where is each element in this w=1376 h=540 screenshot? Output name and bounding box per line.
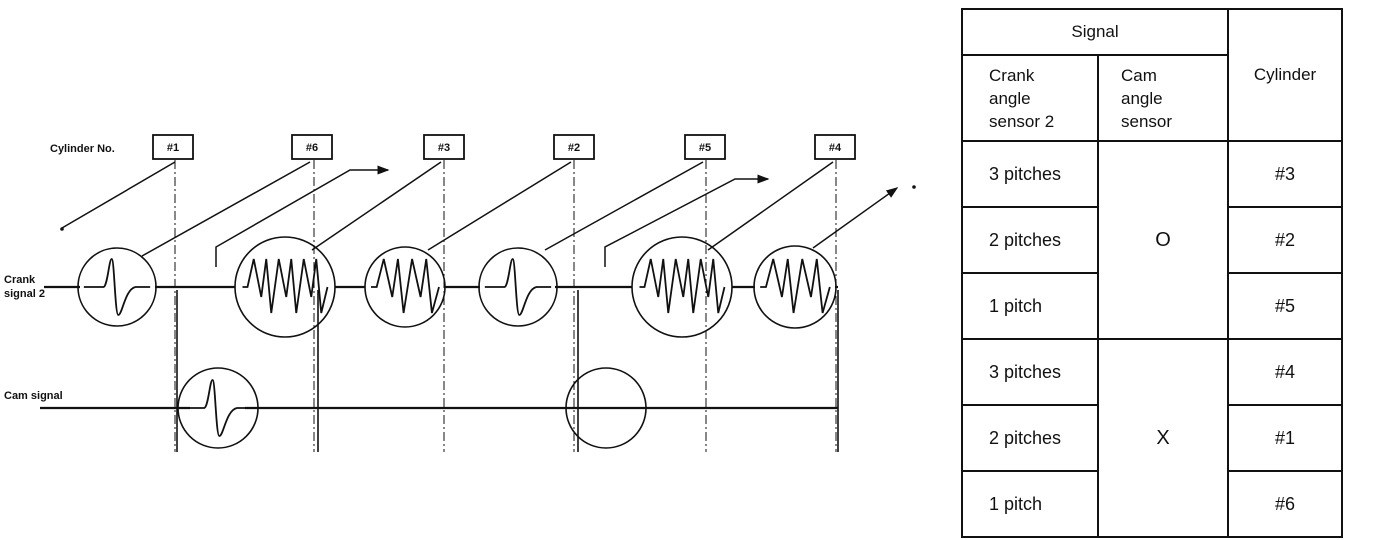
cylinder-box-6: #4 <box>814 134 856 160</box>
crank-pitch-cell: 1 pitch <box>961 272 1099 340</box>
header-crank-line: Crank <box>989 65 1035 85</box>
cylinder-box-5: #5 <box>684 134 726 160</box>
signal-cylinder-table: Signal Cylinder Crank angle sensor 2 Cam… <box>960 8 1344 538</box>
leader-dot <box>60 227 64 231</box>
cylinder-cell: #1 <box>1227 404 1344 472</box>
crank-pulse-wave <box>639 258 726 314</box>
table-row: 2 pitches #1 <box>961 404 1344 472</box>
crank-pulse-wave <box>83 258 151 316</box>
cylinder-box-4: #2 <box>553 134 595 160</box>
cylinder-cell: #5 <box>1227 272 1344 340</box>
cylinder-box-label: #4 <box>829 142 842 154</box>
cylinder-cell: #6 <box>1227 470 1344 538</box>
header-crank-sensor: Crank angle sensor 2 <box>961 54 1099 142</box>
cylinder-cell: #4 <box>1227 338 1344 406</box>
cam-signal-present-cell: O <box>1096 140 1230 340</box>
solid-vertical-lines <box>176 290 839 452</box>
cam-pulse-waves <box>184 379 640 437</box>
crank-signal-label-line1: Crank <box>4 274 36 286</box>
header-crank-line: sensor 2 <box>989 111 1055 131</box>
cam-signal-absent-cell: X <box>1096 338 1230 538</box>
leader-dot <box>912 185 916 189</box>
crank-pitch-cell: 3 pitches <box>961 338 1099 406</box>
crank-circles <box>77 236 837 338</box>
cylinder-box-label: #1 <box>167 142 179 154</box>
header-crank-line: angle <box>989 88 1031 108</box>
header-cam-line: Cam <box>1121 65 1157 85</box>
cylinder-box-1: #1 <box>152 134 194 160</box>
cam-circles <box>177 367 647 449</box>
cylinder-box-label: #2 <box>568 142 580 154</box>
leader-lines <box>61 161 899 267</box>
crank-pitch-cell: 1 pitch <box>961 470 1099 538</box>
cylinder-cell: #3 <box>1227 140 1344 208</box>
crank-pitch-cell: 3 pitches <box>961 140 1099 208</box>
crank-pulse-waves <box>83 258 831 316</box>
table-row: 3 pitches X #4 <box>961 338 1344 538</box>
cylinder-cell: #2 <box>1227 206 1344 274</box>
crank-cam-signal-diagram: Cylinder No. Crank signal 2 Cam signal #… <box>4 134 916 452</box>
cylinder-no-label: Cylinder No. <box>50 143 115 155</box>
reference-lines <box>174 160 837 452</box>
header-cam-sensor: Cam angle sensor <box>1096 54 1230 142</box>
cylinder-box-label: #6 <box>306 142 318 154</box>
table-row: 1 pitch #5 <box>961 272 1344 340</box>
cylinder-box-3: #3 <box>423 134 465 160</box>
cam-pulse-wave <box>184 379 252 437</box>
header-signal: Signal <box>960 8 1230 56</box>
crank-pulse-wave <box>242 258 329 314</box>
crank-pulse-wave <box>760 258 831 314</box>
cylinder-box-label: #3 <box>438 142 450 154</box>
crank-pulse-wave <box>371 258 440 314</box>
header-cam-line: sensor <box>1121 111 1173 131</box>
crank-pitch-cell: 2 pitches <box>961 206 1099 274</box>
crank-pitch-cell: 2 pitches <box>961 404 1099 472</box>
cam-signal-label: Cam signal <box>4 390 63 402</box>
table-row: 2 pitches #2 <box>961 206 1344 274</box>
table-row: 1 pitch #6 <box>961 470 1344 538</box>
header-cam-line: angle <box>1121 88 1163 108</box>
table-row: 3 pitches O #3 <box>961 140 1344 340</box>
crank-pulse-wave <box>484 258 552 316</box>
cylinder-box-2: #6 <box>291 134 333 160</box>
cylinder-box-label: #5 <box>699 142 711 154</box>
crank-signal-label-line2: signal 2 <box>4 288 45 300</box>
header-cylinder: Cylinder <box>1227 8 1344 142</box>
